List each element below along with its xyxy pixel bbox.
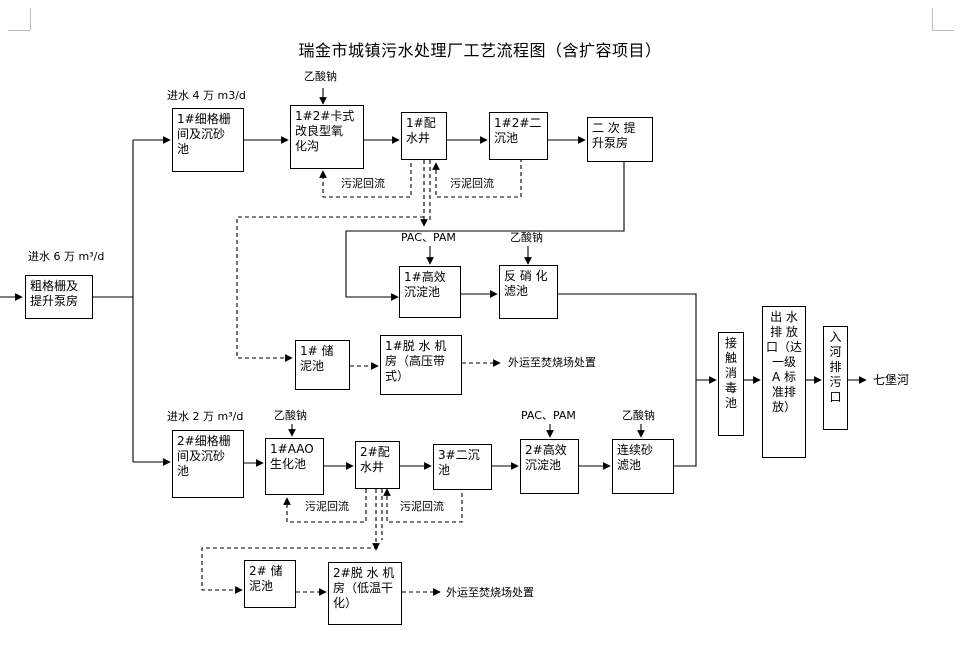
wire-sandfilter-to-disinfection	[674, 380, 697, 467]
distribution-1-box: 1#配 水井	[401, 112, 447, 160]
sodium-acetate-label-3: 乙酸钠	[274, 409, 307, 422]
dewatering-1-box: 1#脱 水 机 房（高压带 式）	[380, 335, 462, 395]
crop-mark-top-right-v	[932, 8, 933, 30]
distribution-2-box: 2#配 水井	[355, 441, 400, 489]
hd-settling-2-box: 2#高效 沉淀池	[520, 439, 579, 494]
wire-sludge-return-3	[283, 489, 367, 523]
inflow-4w-label: 进水 4 万 m3/d	[167, 89, 246, 102]
pac-pam-label-1: PAC、PAM	[401, 231, 456, 244]
sludge-return-label-1: 污泥回流	[341, 177, 385, 190]
disinfection-box: 接 触 消 毒 池	[718, 332, 744, 436]
inflow-6w-label: 进水 6 万 m³/d	[28, 250, 105, 263]
outbound-label-2: 外运至焚烧场处置	[446, 586, 534, 599]
inflow-2w-label: 进水 2 万 m³/d	[167, 410, 244, 423]
sludge-storage-2-box: 2# 储 泥池	[244, 560, 296, 608]
sludge-storage-1-box: 1# 储 泥池	[295, 340, 350, 390]
fine-screen-1-box: 1#细格栅 间及沉砂 池	[172, 108, 244, 172]
sand-filter-box: 连续砂 滤池	[612, 439, 674, 494]
river-outfall-box: 入 河 排 污 口	[823, 326, 848, 430]
aao-1-box: 1#AAO 生化池	[265, 438, 324, 495]
sludge-return-label-2: 污泥回流	[450, 177, 494, 190]
secondary-clarifier-12-box: 1#2#二 沉池	[489, 112, 548, 160]
wire-sludge-return-1	[319, 163, 412, 198]
wire-sludge-to-storage-1	[236, 216, 424, 362]
dewatering-2-box: 2#脱 水 机 房（低温干 化）	[328, 562, 402, 625]
river-label: 七堡河	[873, 373, 910, 387]
carrousel-1-box: 1#2#卡式 改良型氧 化沟	[290, 105, 364, 169]
crop-mark-top-left-v	[30, 8, 31, 30]
lift-pump-2-box: 二 次 提 升泵房	[587, 117, 653, 162]
coarse-screen-box: 粗格栅及 提升泵房	[25, 275, 93, 319]
crop-mark-top-right-h	[932, 30, 954, 31]
wire-sludge-return-4	[383, 488, 463, 523]
sodium-acetate-label-4: 乙酸钠	[622, 409, 655, 422]
sodium-acetate-label-2: 乙酸钠	[510, 231, 543, 244]
pac-pam-label-2: PAC、PAM	[521, 409, 576, 422]
wire-lift-to-hd1	[345, 162, 625, 298]
wire-denitrification-to-disinfection	[558, 293, 697, 380]
sodium-acetate-label-1: 乙酸钠	[304, 70, 337, 83]
sludge-return-label-4: 污泥回流	[400, 500, 444, 513]
outfall-box: 出 水 排 放 口（达 一级 A 标 准排 放）	[762, 306, 806, 458]
fine-screen-2-box: 2#细格栅 间及沉砂 池	[172, 430, 244, 498]
sludge-return-label-3: 污泥回流	[305, 500, 349, 513]
denitrification-filter-box: 反 硝 化 滤池	[499, 265, 558, 319]
hd-settling-1-box: 1#高效 沉淀池	[399, 266, 461, 318]
secondary-clarifier-3-box: 3#二沉 池	[433, 444, 492, 490]
outbound-label-1: 外运至焚烧场处置	[508, 356, 596, 369]
wire-sludge-to-storage-2	[201, 547, 378, 594]
diagram-title: 瑞金市城镇污水处理厂工艺流程图（含扩容项目）	[298, 41, 662, 60]
wire-sludge-return-2	[432, 160, 522, 198]
crop-mark-top-left-h	[8, 30, 30, 31]
